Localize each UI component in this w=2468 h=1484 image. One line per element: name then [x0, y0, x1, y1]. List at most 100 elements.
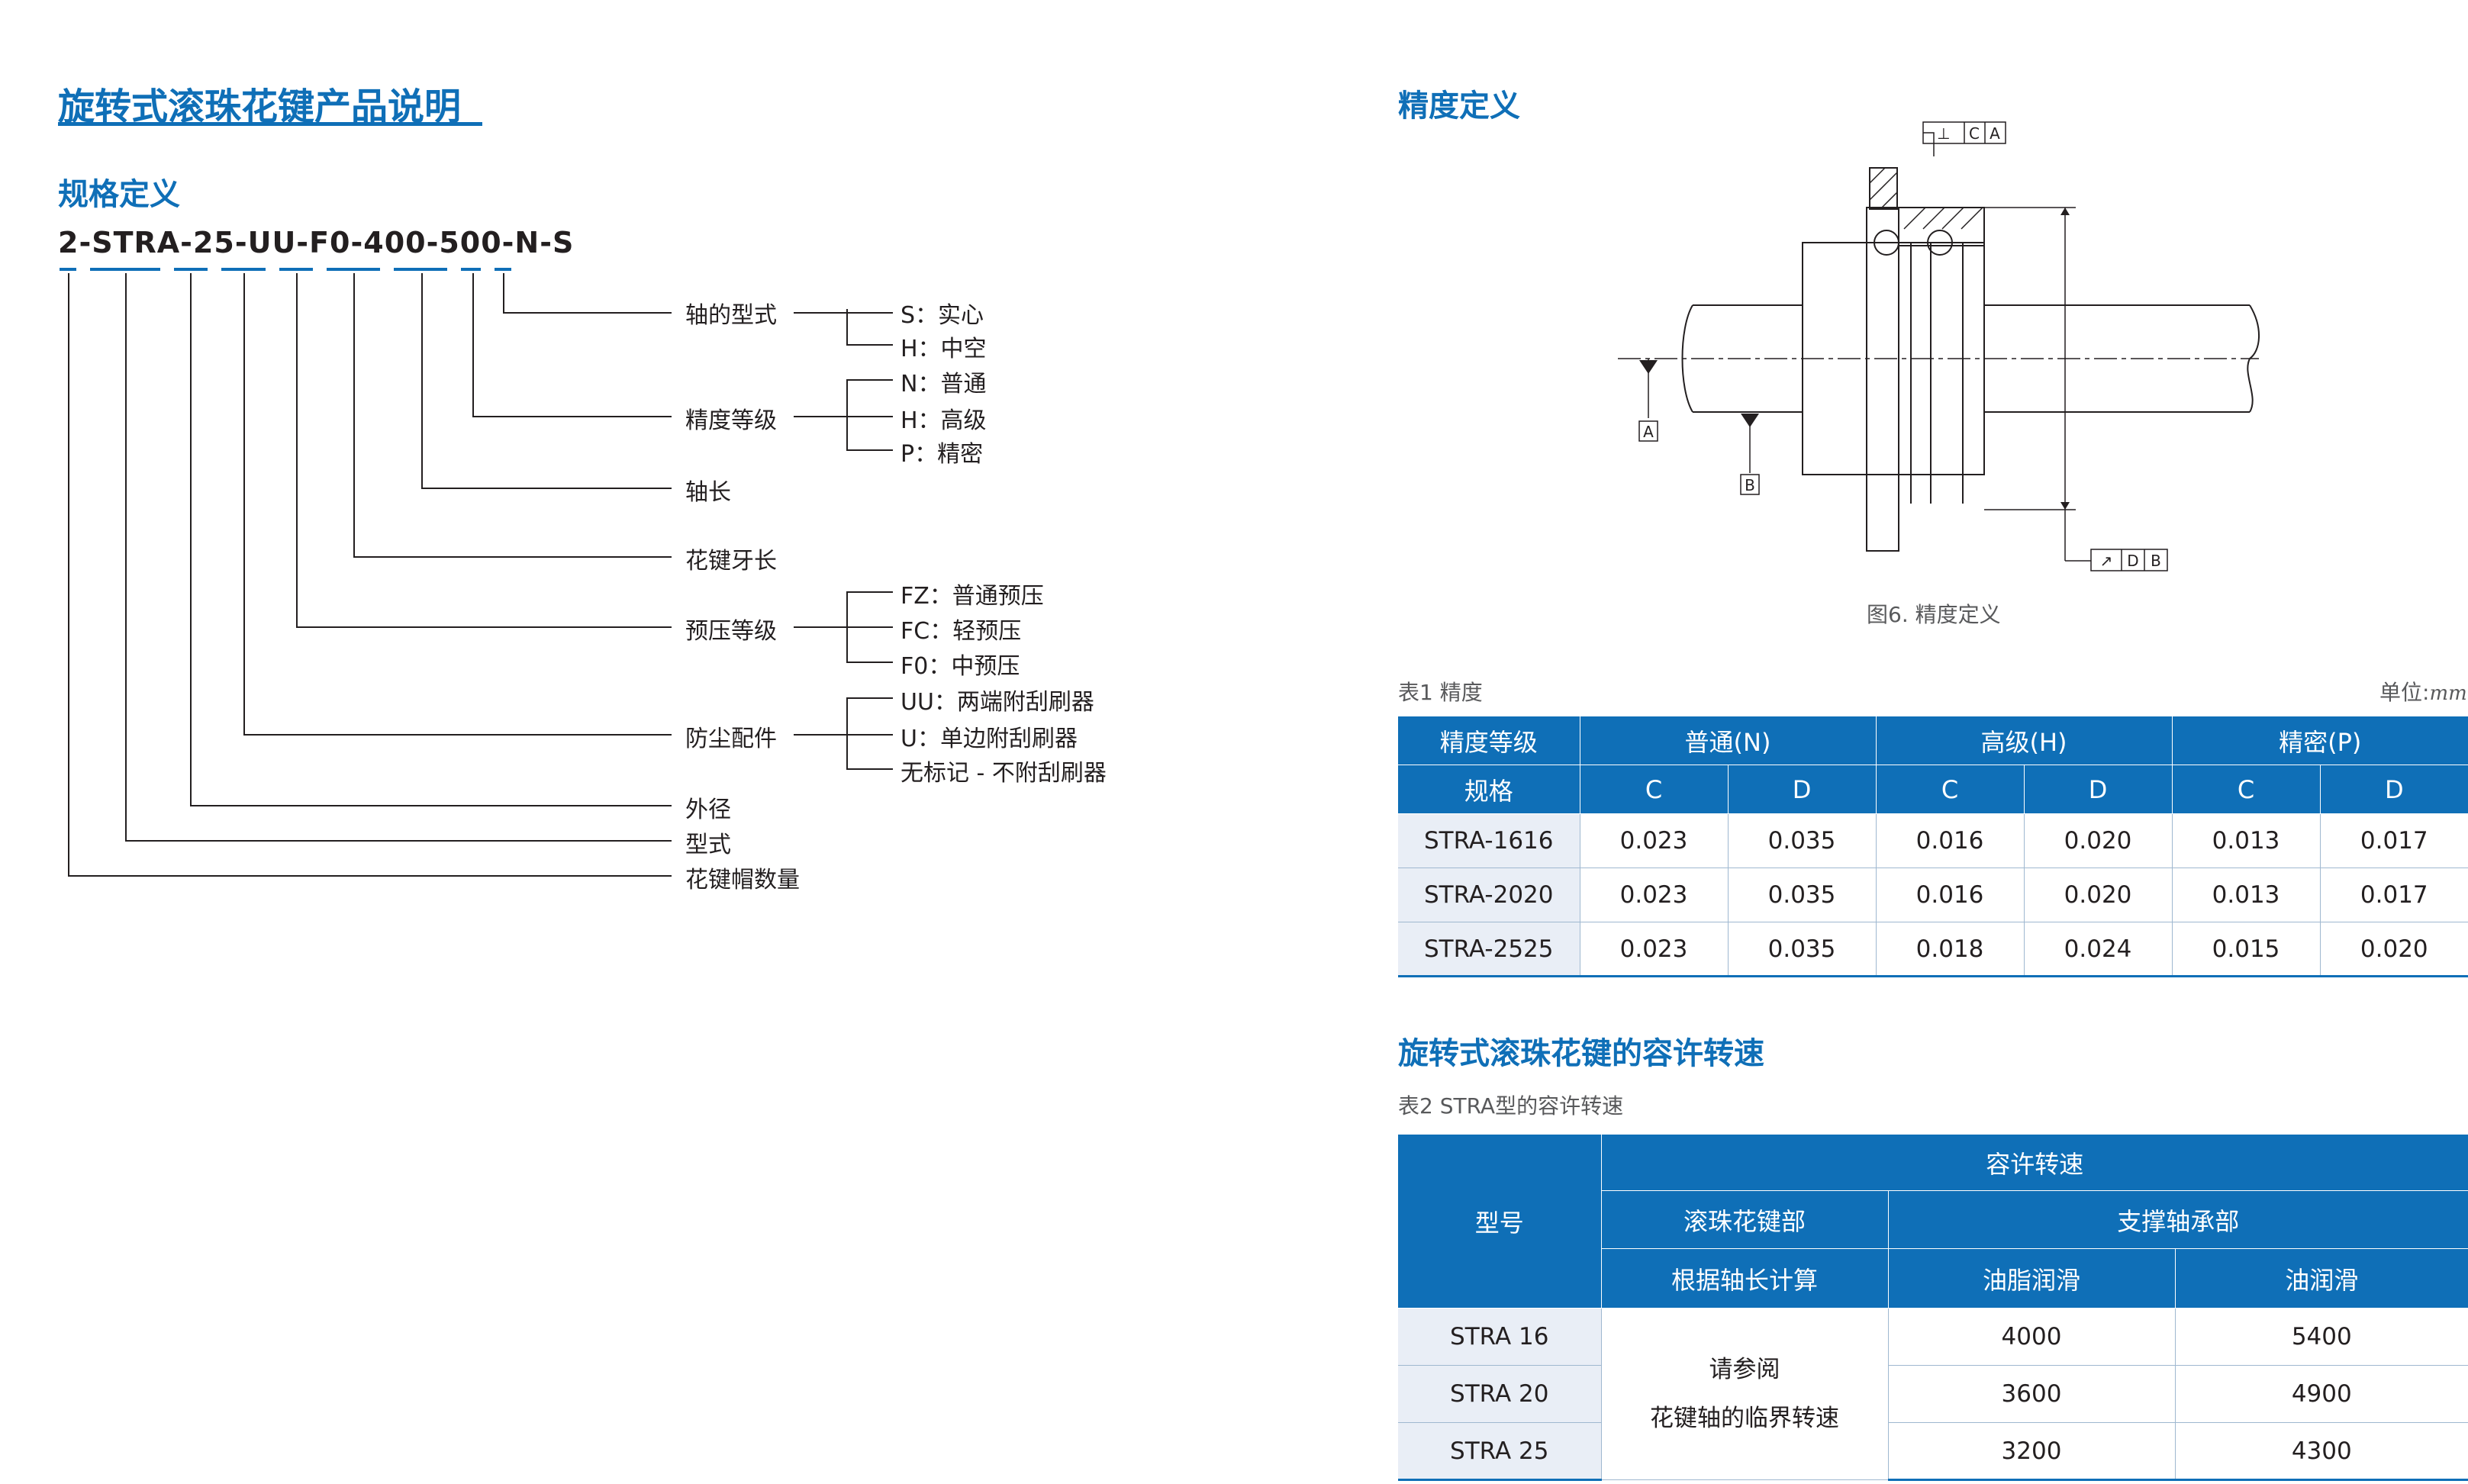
cell: 0.013 — [2171, 868, 2321, 922]
cell: 0.013 — [2171, 813, 2321, 868]
cell: 0.035 — [1727, 868, 1877, 922]
cell: 0.015 — [2171, 922, 2321, 977]
note-line-1: 请参阅 — [1709, 1356, 1780, 1383]
runout-ref-d: D — [2127, 552, 2138, 570]
cell: 0.020 — [2023, 868, 2173, 922]
table2-caption: 表2 STRA型的容许转速 — [1398, 1093, 1624, 1119]
accuracy-section-title: 精度定义 — [1398, 89, 1520, 124]
field-shaft-type: 轴的型式 — [685, 302, 777, 329]
field-dust-fitting: 防尘配件 — [685, 726, 777, 752]
header-grease: 油脂润滑 — [1887, 1248, 2176, 1309]
header-oil: 油润滑 — [2174, 1248, 2468, 1309]
header-spline-part: 滚珠花键部 — [1601, 1190, 1889, 1249]
header-support-bearing: 支撑轴承部 — [1887, 1190, 2468, 1249]
header-col: D — [2319, 765, 2468, 814]
cell-grease: 3200 — [1887, 1422, 2176, 1481]
field-nut-count: 花键帽数量 — [685, 867, 800, 893]
title-underline — [58, 122, 482, 126]
header-spec: 规格 — [1398, 765, 1580, 814]
header-col: C — [2171, 765, 2321, 814]
header-col: C — [1579, 765, 1729, 814]
field-accuracy-grade: 精度等级 — [685, 407, 777, 434]
header-col: C — [1875, 765, 2025, 814]
header-group-precision: 精密(P) — [2171, 716, 2468, 765]
row-model: STRA 20 — [1398, 1365, 1602, 1423]
option-shaft-hollow: H：中空 — [901, 336, 987, 362]
spec-section-title: 规格定义 — [58, 177, 180, 212]
table-row: STRA-2020 0.023 0.035 0.016 0.020 0.013 … — [1398, 868, 2468, 922]
option-dust-none: 无标记 - 不附刮刷器 — [901, 760, 1107, 787]
model-code: 2-STRA-25-UU-F0-400-500-N-S — [58, 226, 575, 259]
option-preload-fc: FC：轻预压 — [901, 618, 1022, 645]
table-row: STRA 16 请参阅 花键轴的临界转速 4000 5400 — [1398, 1308, 2468, 1480]
field-model-type: 型式 — [685, 832, 731, 858]
row-spec: STRA-2020 — [1398, 868, 1580, 922]
datum-b-label: B — [1745, 476, 1755, 494]
figure-caption: 图6. 精度定义 — [1867, 602, 2001, 627]
perp-symbol: ⊥ — [1937, 124, 1950, 143]
cell: 0.017 — [2319, 868, 2468, 922]
option-shaft-solid: S：实心 — [901, 302, 984, 329]
field-outer-diameter: 外径 — [685, 797, 731, 823]
table-row: STRA-2525 0.023 0.035 0.018 0.024 0.015 … — [1398, 922, 2468, 977]
cell: 0.023 — [1579, 922, 1729, 977]
perp-ref-c: C — [1969, 124, 1980, 143]
critical-speed-note: 请参阅 花键轴的临界转速 — [1600, 1308, 1889, 1480]
unit-label-text: 单位: — [2379, 680, 2430, 705]
option-dust-u: U：单边附刮刷器 — [901, 726, 1078, 752]
runout-symbol: ↗ — [2100, 552, 2113, 570]
option-grade-normal: N：普通 — [901, 371, 987, 398]
row-spec: STRA-1616 — [1398, 813, 1580, 868]
perp-ref-a: A — [1990, 124, 2000, 143]
cell: 0.035 — [1727, 813, 1877, 868]
table-row: STRA-1616 0.023 0.035 0.016 0.020 0.013 … — [1398, 813, 2468, 868]
speed-section-title: 旋转式滚珠花键的容许转速 — [1398, 1036, 1764, 1071]
cell: 0.035 — [1727, 922, 1877, 977]
cell: 0.016 — [1875, 868, 2025, 922]
table1-caption: 表1 精度 — [1398, 680, 1483, 705]
header-col: D — [2023, 765, 2173, 814]
cell: 0.020 — [2319, 922, 2468, 977]
field-shaft-length: 轴长 — [685, 479, 731, 506]
cell: 0.023 — [1579, 868, 1729, 922]
header-group-normal: 普通(N) — [1579, 716, 1877, 765]
header-group-high: 高级(H) — [1875, 716, 2173, 765]
unit-label: 单位:mm — [2379, 676, 2467, 707]
cell-grease: 3600 — [1887, 1365, 2176, 1423]
note-line-2: 花键轴的临界转速 — [1650, 1405, 1839, 1432]
row-model: STRA 16 — [1398, 1308, 1602, 1366]
cell-oil: 4300 — [2174, 1422, 2468, 1481]
cell: 0.017 — [2319, 813, 2468, 868]
option-grade-precision: P：精密 — [901, 441, 984, 468]
runout-ref-b: B — [2151, 552, 2161, 570]
cell: 0.024 — [2023, 922, 2173, 977]
datum-a-label: A — [1643, 423, 1654, 441]
option-grade-high: H：高级 — [901, 407, 987, 434]
cell-oil: 5400 — [2174, 1308, 2468, 1366]
option-dust-uu: UU：两端附刮刷器 — [901, 689, 1094, 716]
unit-value: mm — [2429, 682, 2467, 705]
row-spec: STRA-2525 — [1398, 922, 1580, 977]
field-preload-grade: 预压等级 — [685, 618, 777, 645]
speed-table: 型号 容许转速 滚珠花键部 支撑轴承部 根据轴长计算 油脂润滑 油润滑 STRA… — [1398, 1134, 2468, 1481]
header-col: D — [1727, 765, 1877, 814]
header-grade: 精度等级 — [1398, 716, 1580, 765]
header-allowable-speed: 容许转速 — [1600, 1134, 2468, 1191]
cell-grease: 4000 — [1887, 1308, 2176, 1366]
cell: 0.023 — [1579, 813, 1729, 868]
header-model: 型号 — [1398, 1134, 1602, 1309]
accuracy-table: 精度等级 普通(N) 高级(H) 精密(P) 规格 C D C D C D ST… — [1398, 716, 2468, 977]
option-preload-fz: FZ：普通预压 — [901, 583, 1044, 610]
page-title: 旋转式滚珠花键产品说明 — [58, 85, 462, 128]
row-model: STRA 25 — [1398, 1422, 1602, 1481]
cell: 0.020 — [2023, 813, 2173, 868]
cell: 0.018 — [1875, 922, 2025, 977]
option-preload-f0: F0：中预压 — [901, 653, 1020, 680]
cell-oil: 4900 — [2174, 1365, 2468, 1423]
table-row: STRA 25 3200 4300 — [1398, 1422, 2468, 1481]
field-spline-length: 花键牙长 — [685, 548, 777, 575]
table-row: STRA 20 3600 4900 — [1398, 1365, 2468, 1423]
cell: 0.016 — [1875, 813, 2025, 868]
